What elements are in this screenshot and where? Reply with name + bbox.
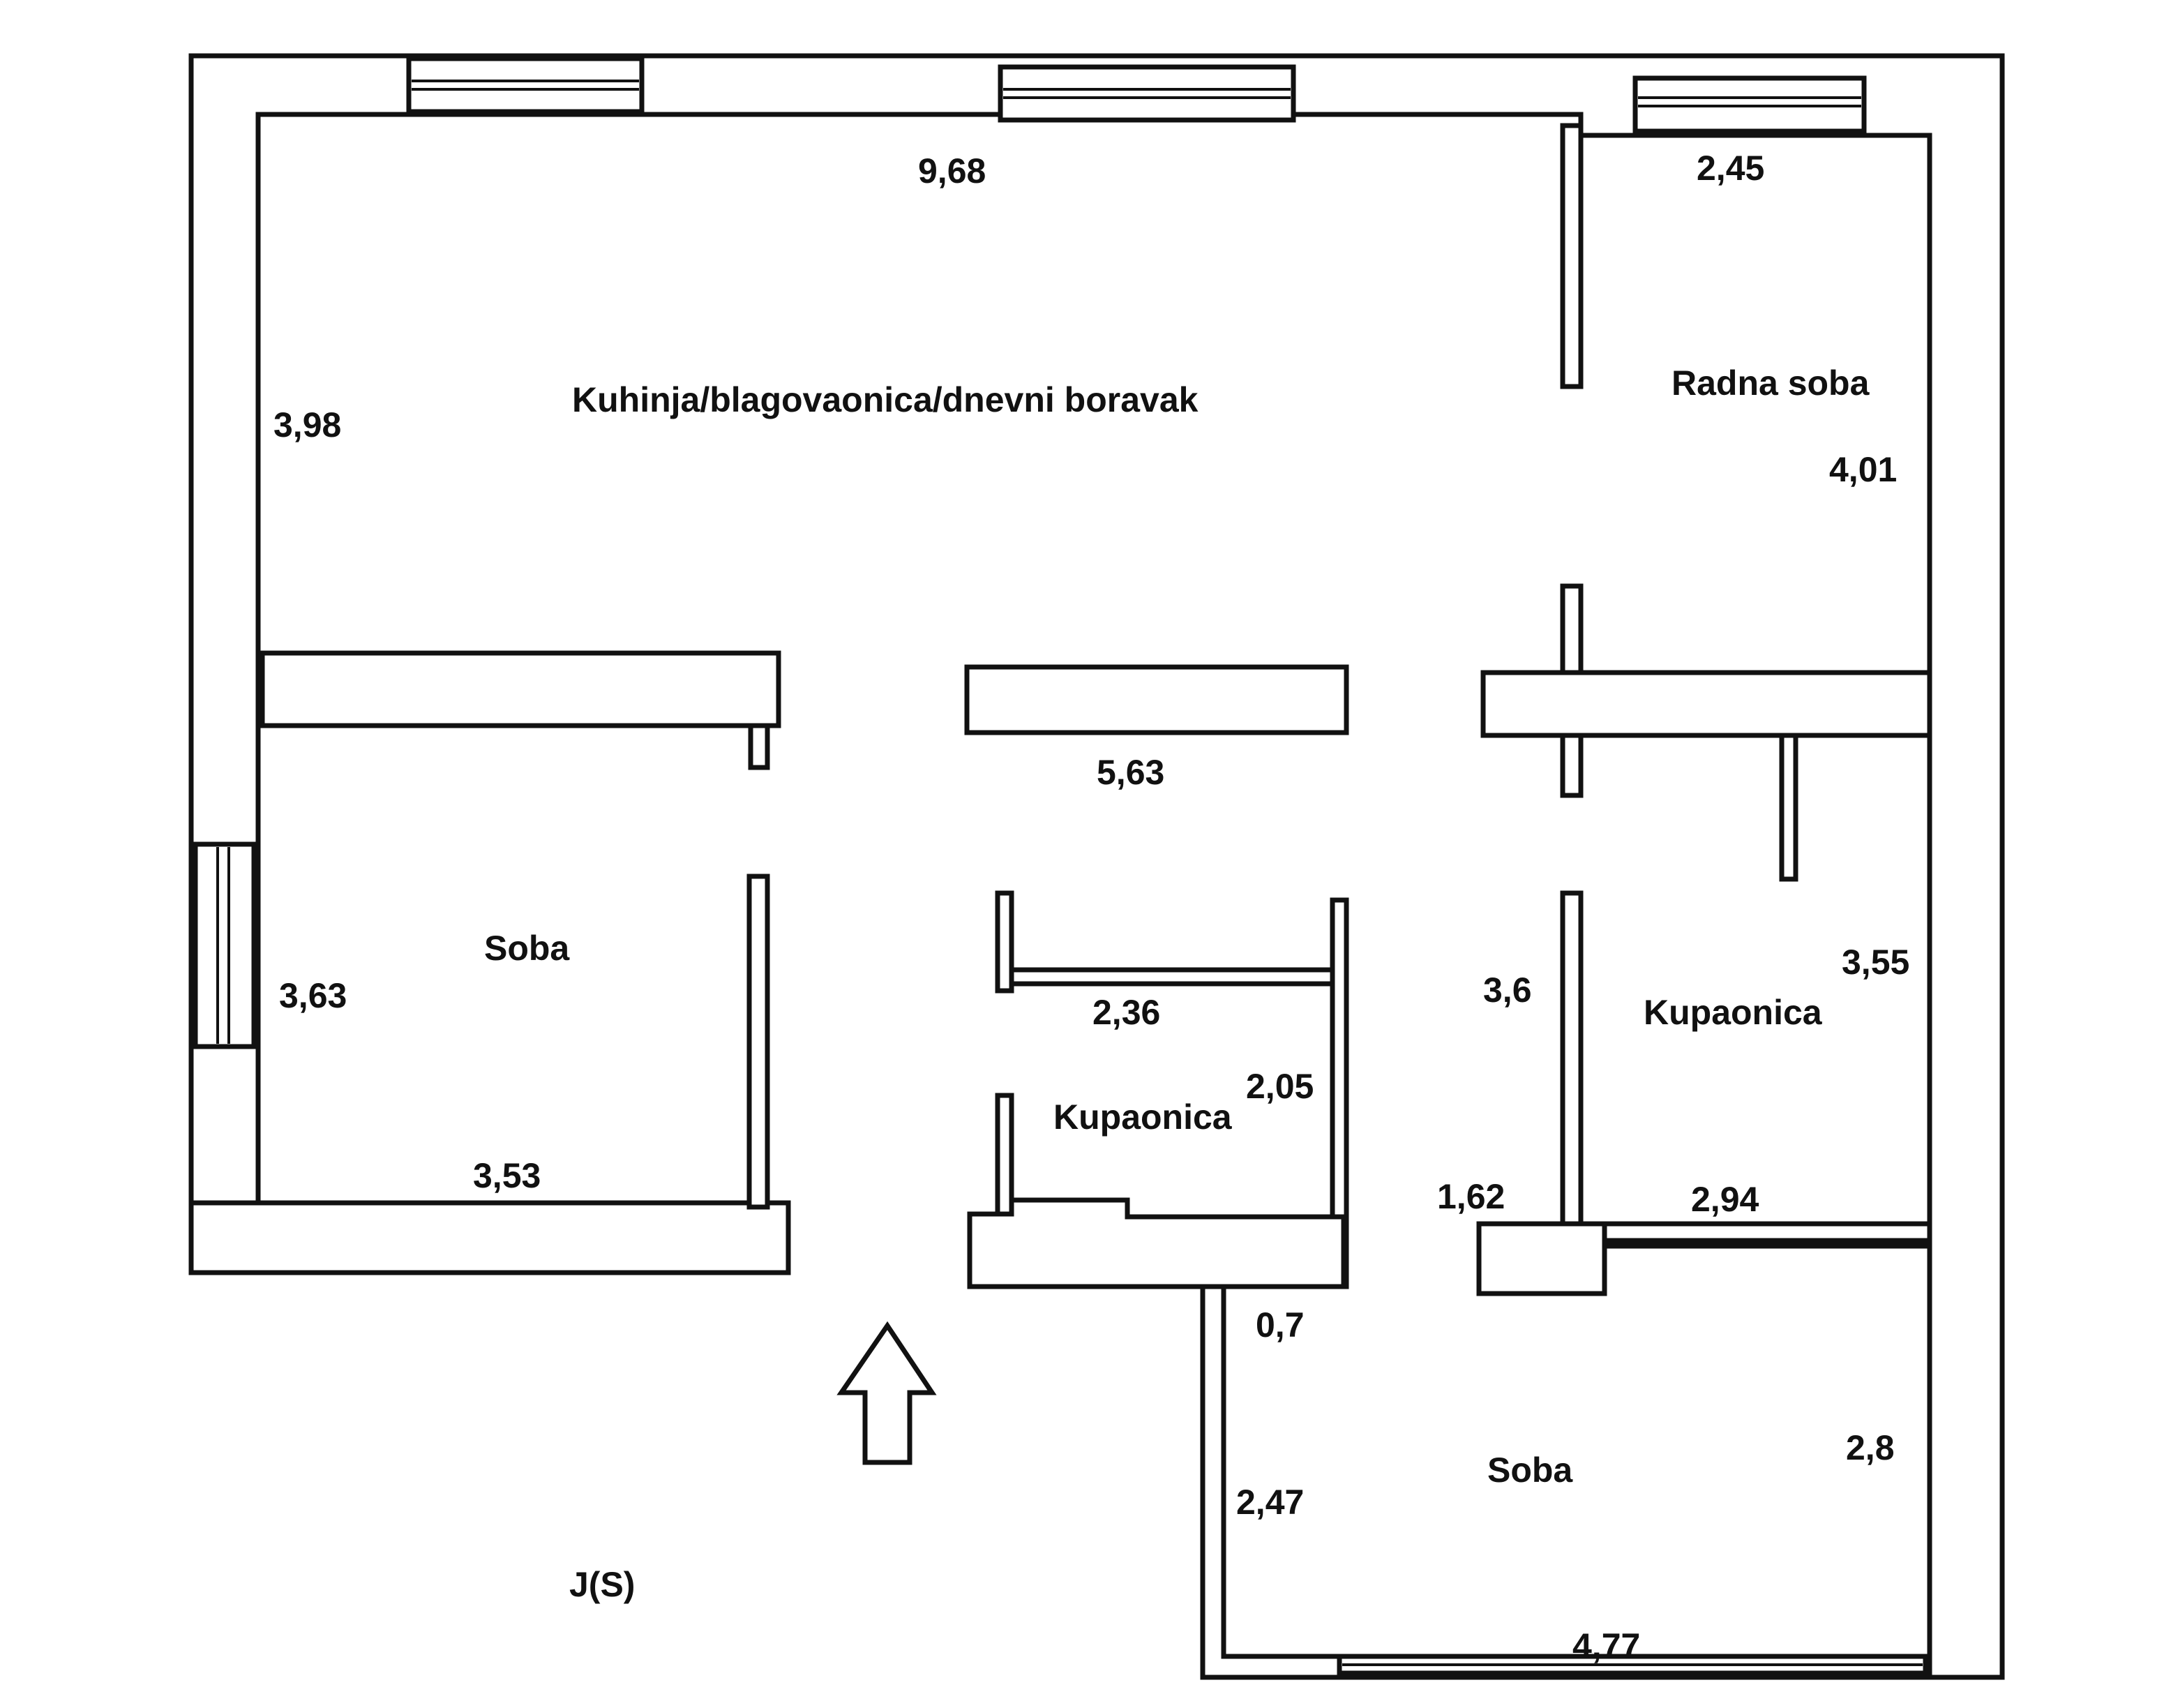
- bath-right-left-wall: [1560, 890, 1584, 1231]
- bath-small-left-lower: [995, 1093, 1014, 1217]
- dim-living-depth: 3,98: [273, 405, 341, 444]
- dim-hall-side: 3,6: [1483, 971, 1532, 1010]
- room-bedroom-bottom: Soba: [1487, 1451, 1573, 1490]
- bedroom-right-wall: [746, 874, 770, 1210]
- room-bath-right: Kupaonica: [1644, 993, 1823, 1032]
- dim-bedroom-bottom-width: 4,77: [1572, 1626, 1640, 1665]
- bath-small-bottom: [967, 1197, 1346, 1289]
- arrow-up-icon: [836, 1321, 937, 1465]
- dim-hall-width: 1,62: [1437, 1177, 1505, 1216]
- room-bedroom-left: Soba: [484, 929, 570, 968]
- bath-small-left-upper: [995, 890, 1014, 994]
- orientation-label: J(S): [569, 1565, 635, 1604]
- room-living: Kuhinja/blagovaonica/dnevni boravak: [572, 380, 1199, 419]
- hall-corner-block: [1476, 1221, 1932, 1296]
- room-bath-small: Kupaonica: [1053, 1098, 1233, 1137]
- dim-living-width: 9,68: [918, 151, 986, 190]
- bedroom-bottom-wall: [1200, 1284, 1932, 1680]
- dim-bath-small-depth: 2,05: [1246, 1067, 1314, 1106]
- bath-right-wall-stub: [1779, 733, 1798, 882]
- window-top-1: [406, 56, 645, 114]
- window-left: [193, 841, 257, 1049]
- dim-study-width: 2,45: [1697, 149, 1764, 188]
- outer-wall-top: [188, 53, 2005, 1680]
- dim-bedroom-left-depth: 3,63: [279, 976, 347, 1015]
- bath-right-bottom-wall: [1578, 1221, 1932, 1243]
- dim-bedroom-bottom-right: 2,8: [1846, 1428, 1895, 1467]
- dim-bath-right-width: 2,94: [1691, 1180, 1759, 1219]
- dim-hall-length: 5,63: [1097, 753, 1164, 792]
- dim-bedroom-bottom-left: 2,47: [1236, 1483, 1304, 1522]
- hall-wall-stub: [1480, 670, 1932, 738]
- window-top-2: [998, 64, 1296, 123]
- bath-small-top: [1009, 967, 1335, 987]
- dim-bath-right-depth: 3,55: [1842, 943, 1909, 982]
- walls: [188, 53, 2005, 1680]
- partition-stub: [748, 723, 770, 770]
- partition-living-bedroom: [260, 650, 781, 728]
- dim-study-depth: 4,01: [1829, 450, 1897, 489]
- wall-bottom-left: [188, 1200, 791, 1275]
- study-wall-upper: [1560, 123, 1584, 389]
- windows: [193, 56, 1928, 1676]
- dim-bedroom-left-width: 3,53: [473, 1156, 541, 1195]
- dim-bath-small-width: 2,36: [1092, 993, 1160, 1032]
- room-study: Radna soba: [1672, 364, 1870, 403]
- partition-middle: [964, 664, 1349, 735]
- dim-bedroom-bottom-step: 0,7: [1256, 1305, 1305, 1344]
